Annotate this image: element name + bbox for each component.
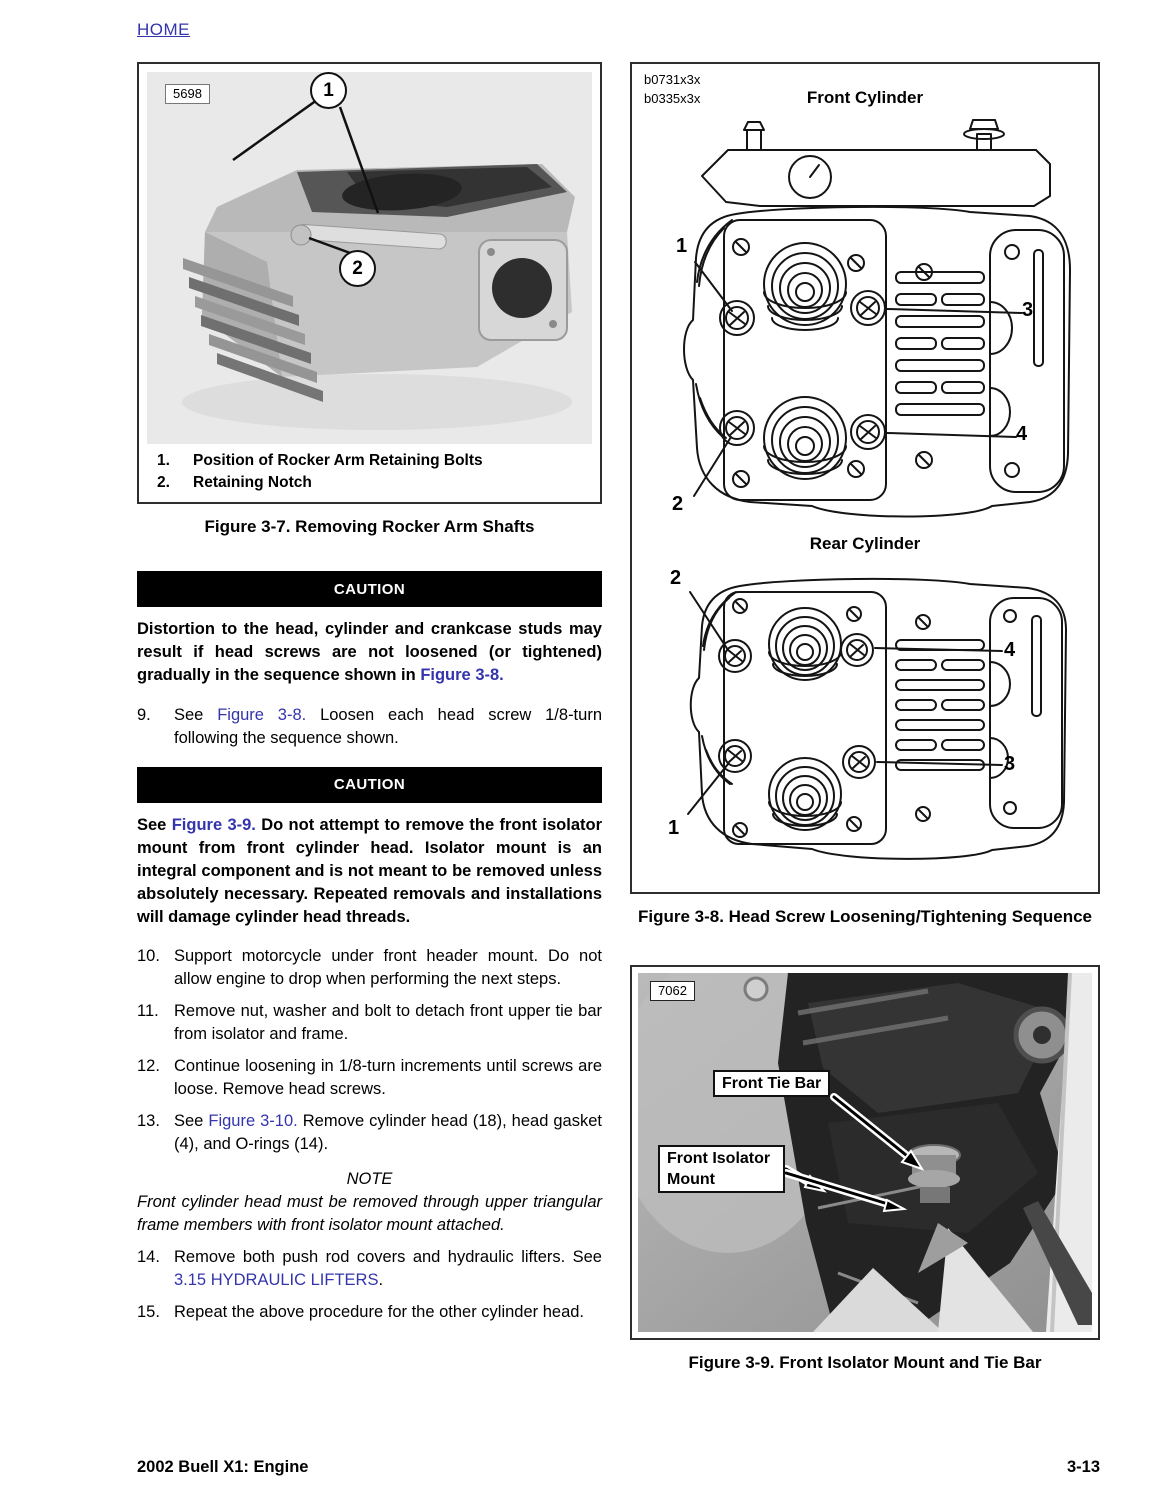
figure-3-8-caption: Figure 3-8. Head Screw Loosening/Tighten… (637, 907, 1093, 926)
figure-3-10-link[interactable]: Figure 3-10. (208, 1112, 298, 1130)
step-text: See Figure 3-10. Remove cylinder head (1… (174, 1110, 602, 1156)
figure-3-9-caption: Figure 3-9. Front Isolator Mount and Tie… (688, 1353, 1042, 1372)
isolator-mount-photo-illustration (638, 973, 1092, 1332)
page-footer: 2002 Buell X1: Engine 3-13 (137, 1458, 1100, 1477)
callout-label: 1 (323, 79, 334, 101)
step-text-segment: Loosen each head screw 1/8-turn followin… (174, 705, 602, 747)
front-tie-bar-label: Front Tie Bar (713, 1070, 831, 1097)
front-isolator-mount-label: Front Isolator Mount (658, 1145, 785, 1193)
step-text: Remove nut, washer and bolt to detach fr… (174, 1002, 602, 1043)
callout-number: 2 (670, 567, 682, 589)
step-item-9: 9. See Figure 3-8. Loosen each head scre… (137, 704, 602, 750)
step-text-segment: See (174, 705, 218, 724)
step-number: 11. (137, 1002, 159, 1020)
step-item-13: 13. See Figure 3-10. Remove cylinder hea… (137, 1110, 602, 1156)
step-number: 13. (137, 1112, 160, 1130)
figure-3-8-link[interactable]: Figure 3-8. (420, 666, 504, 684)
step-number: 10. (137, 947, 160, 965)
step-text-segment: See (174, 1112, 209, 1130)
right-column: b0731x3x b0335x3x Front Cylinder (630, 62, 1100, 1373)
caution-text-segment: See (137, 815, 172, 834)
step-text: See Figure 3-8. Loosen each head screw 1… (174, 704, 602, 750)
callout-number: 3 (1022, 299, 1034, 321)
step-number: 9. (137, 705, 151, 724)
step-item-10: 10. Support motorcycle under front heade… (137, 945, 602, 991)
callout-number: 1 (676, 235, 688, 257)
caution-text: Distortion to the head, cylinder and cra… (137, 618, 602, 687)
figure-3-8-link[interactable]: Figure 3-8. (217, 705, 307, 724)
front-cylinder-drawing (683, 119, 1071, 518)
figure-3-7-legend: 1. Position of Rocker Arm Retaining Bolt… (147, 450, 592, 494)
rear-cylinder-title: Rear Cylinder (809, 534, 921, 553)
step-text: Remove both push rod covers and hydrauli… (174, 1246, 602, 1292)
note-title: NOTE (346, 1170, 393, 1188)
step-item-14: 14. Remove both push rod covers and hydr… (137, 1246, 602, 1292)
step-number: 15. (137, 1303, 160, 1321)
callout-number: 2 (672, 493, 684, 515)
note-text: Front cylinder head must be removed thro… (137, 1193, 602, 1234)
caution-banner: CAUTION (137, 766, 602, 803)
callout-circle-2: 2 (339, 250, 376, 287)
figure-3-7-caption: Figure 3-7. Removing Rocker Arm Shafts (204, 517, 535, 536)
callout-label: 2 (352, 257, 363, 279)
legend-row: 2. Retaining Notch (147, 472, 592, 494)
callout-number: 4 (1004, 639, 1016, 661)
callout-circle-1: 1 (310, 72, 347, 109)
caution-text-segment: Distortion to the head, cylinder and cra… (137, 620, 602, 684)
callout-number: 4 (1016, 423, 1028, 445)
step-item-12: 12. Continue loosening in 1/8-turn incre… (137, 1055, 602, 1101)
step-item-11: 11. Remove nut, washer and bolt to detac… (137, 1000, 602, 1046)
footer-right: 3-13 (1066, 1458, 1100, 1476)
footer-left: 2002 Buell X1: Engine (137, 1458, 309, 1476)
figure-3-9-box: 7062 Front Tie Bar Front Isolator Mount (630, 965, 1100, 1340)
cylinder-head-photo-illustration (147, 72, 592, 444)
step-text: Repeat the above procedure for the other… (174, 1303, 585, 1321)
caution-text: See Figure 3-9. Do not attempt to remove… (137, 814, 602, 929)
photo-id: 5698 (165, 84, 210, 104)
legend-row: 1. Position of Rocker Arm Retaining Bolt… (147, 450, 592, 472)
legend-number: 1. (157, 452, 170, 469)
step-text-segment: Remove both push rod covers and hydrauli… (174, 1248, 602, 1266)
figure-3-9-photo: 7062 Front Tie Bar Front Isolator Mount (638, 973, 1092, 1332)
left-column: 5698 1 2 1. Position of Rocker Arm Retai… (137, 62, 602, 1324)
caution-banner: CAUTION (137, 571, 602, 607)
callout-number: 3 (1004, 753, 1016, 775)
step-item-15: 15. Repeat the above procedure for the o… (137, 1301, 602, 1324)
callout-number: 1 (668, 817, 680, 839)
legend-text: Position of Rocker Arm Retaining Bolts (193, 452, 483, 469)
step-text: Continue loosening in 1/8-turn increment… (174, 1057, 602, 1098)
figure-3-9-link[interactable]: Figure 3-9. (171, 815, 256, 834)
step-text-segment: . (378, 1271, 384, 1289)
legend-text: Retaining Notch (193, 474, 312, 491)
step-number: 14. (137, 1248, 160, 1266)
step-text-segment: Remove cylinder head (18), head gasket (… (174, 1112, 602, 1153)
legend-number: 2. (157, 474, 170, 491)
drawing-id: b0731x3x (644, 72, 701, 87)
front-cylinder-title: Front Cylinder (806, 88, 924, 107)
caution-text-segment: Do not attempt to remove the front isola… (137, 815, 602, 926)
hydraulic-lifters-link[interactable]: 3.15 HYDRAULIC LIFTERS (174, 1271, 379, 1289)
rear-cylinder-drawing (687, 577, 1067, 860)
home-link[interactable]: HOME (137, 20, 190, 39)
step-number: 12. (137, 1057, 160, 1075)
figure-3-7-photo: 5698 1 2 (147, 72, 592, 444)
figure-3-8-box: b0731x3x b0335x3x Front Cylinder (630, 62, 1100, 894)
step-text: Support motorcycle under front header mo… (174, 947, 602, 988)
drawing-id: b0335x3x (644, 91, 701, 106)
photo-id: 7062 (650, 981, 695, 1001)
figure-3-7-box: 5698 1 2 1. Position of Rocker Arm Retai… (137, 62, 602, 504)
